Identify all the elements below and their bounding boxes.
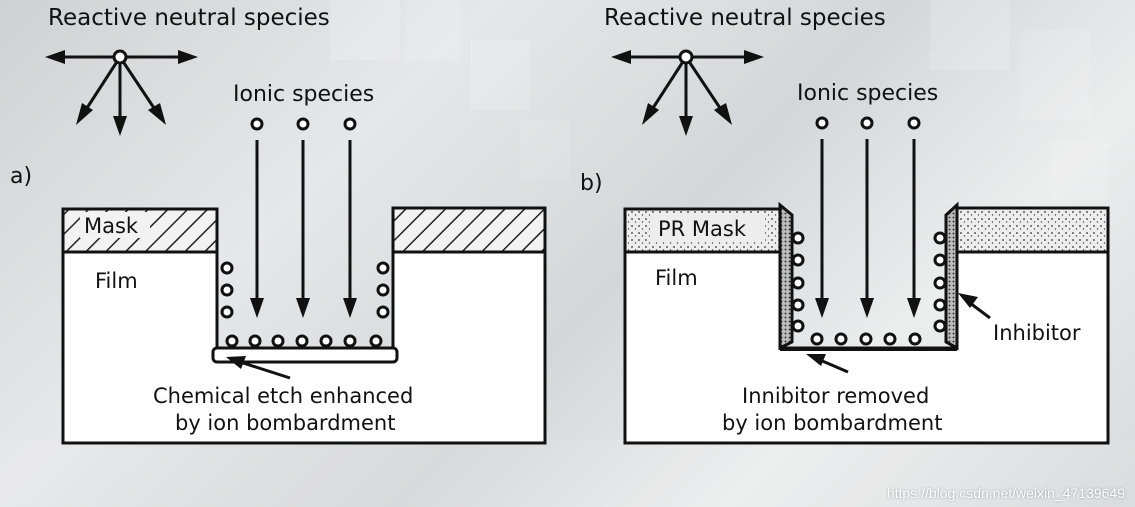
panel-a: Reactive neutral species Ionic species (10, 5, 547, 445)
inhibitor-label-b: Inhibitor (993, 321, 1081, 345)
neutral-species-title-a: Reactive neutral species (48, 5, 330, 31)
caption-line1-a: Chemical etch enhanced (153, 384, 413, 408)
caption-line2-a: by ion bombardment (175, 411, 395, 435)
neutral-burst-icon-a (45, 49, 198, 136)
caption-line1-b: Innibitor removed (742, 384, 929, 408)
mask-label-b: PR Mask (658, 217, 747, 241)
neutral-burst-icon-b (611, 49, 764, 136)
ionic-species-title-a: Ionic species (233, 82, 374, 107)
inhibitor-wall-right-b (944, 201, 959, 351)
enhanced-etch-layer-a (211, 346, 399, 364)
panel-label-b: b) (580, 171, 603, 196)
panel-b: Reactive neutral species Ionic species (580, 5, 1110, 445)
ionic-species-title-b: Ionic species (797, 81, 938, 106)
inhibitor-wall-left-b (778, 201, 794, 351)
film-label-b: Film (655, 266, 698, 290)
ion-arrows-b (815, 116, 921, 318)
film-label-a: Film (95, 269, 138, 293)
mask-right-a (391, 206, 547, 254)
pr-mask-right-b (955, 206, 1110, 254)
adsorbed-species-b (791, 231, 947, 346)
panel-label-a: a) (10, 164, 32, 189)
neutral-species-title-b: Reactive neutral species (604, 5, 886, 31)
caption-line2-b: by ion bombardment (722, 411, 942, 435)
ion-arrows-a (250, 117, 357, 318)
watermark-text: https://blog.csdn.net/weixin_47139649 (886, 485, 1125, 501)
adsorbed-species-a (220, 261, 390, 348)
mask-label-a: Mask (84, 214, 139, 238)
